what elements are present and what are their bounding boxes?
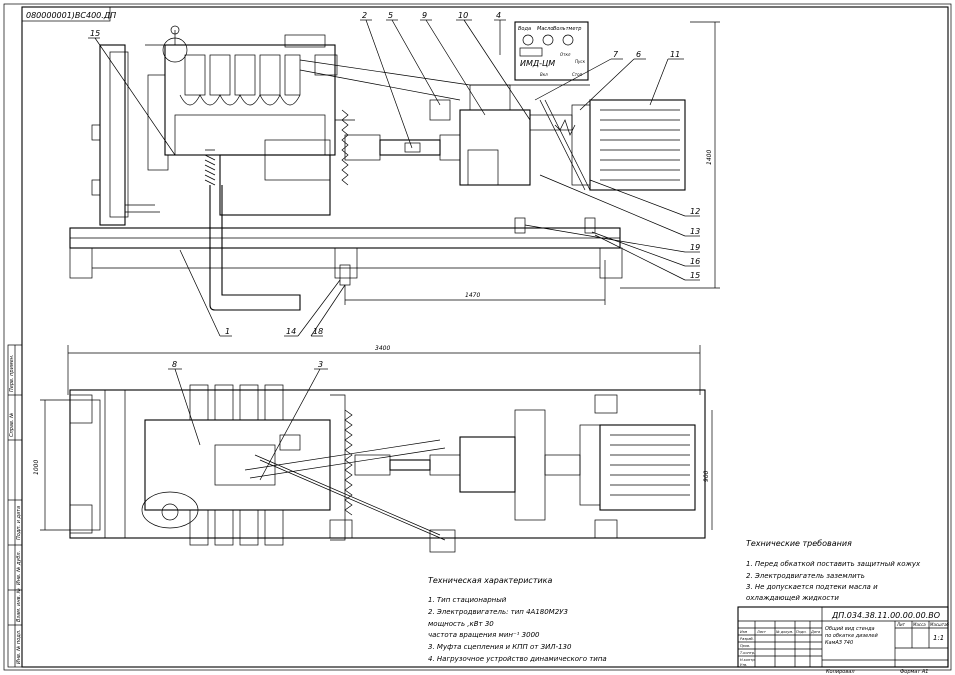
panel-label-2: Вольтметр: [553, 26, 581, 32]
char-line-5: 4. Нагрузочное устройство динамического …: [428, 655, 607, 663]
callout-5: 5: [388, 11, 393, 20]
req-line-2: 3. Не допускается подтеки масла и: [746, 583, 878, 591]
gauge-icon: [522, 34, 534, 46]
dim-length-base: 1470: [465, 292, 480, 299]
radiator: [99, 44, 126, 226]
engine-block: [145, 25, 355, 216]
callout-9: 9: [422, 11, 427, 20]
title-line-2: КамАЗ 740: [825, 640, 853, 646]
gearbox: [459, 109, 531, 186]
doc-code: 080000001)ВС400.ДП: [26, 11, 116, 20]
callout-18: 18: [313, 327, 323, 336]
tb-row-8: Н.контр.: [740, 658, 756, 662]
tb-row-4: Дата: [810, 630, 820, 634]
callout-16: 16: [690, 257, 700, 266]
drawing-number: ДП.034.38.11.00.00.00.ВО: [831, 611, 940, 620]
label-lit: Лит: [896, 622, 906, 627]
callouts-front: 15 2 5 9 10 4 7 6 11 12 13 19 16 15 1 14…: [88, 11, 700, 337]
callout-11: 11: [670, 50, 680, 59]
callout-15-right: 15: [690, 271, 700, 280]
req-line-3: охлаждающей жидкости: [746, 594, 839, 602]
tb-row-0: Изм: [740, 630, 747, 634]
callout-7: 7: [613, 50, 619, 59]
tb-row-1: Лист: [756, 630, 767, 634]
doc-code-box: [21, 6, 111, 22]
req-line-1: 2. Электродвигатель заземлить: [746, 572, 865, 580]
motor-plan: [599, 424, 696, 511]
outer-border: [3, 3, 952, 671]
gauge-icon: [542, 34, 554, 46]
callout-13: 13: [690, 227, 700, 236]
title-block: ДП.034.38.11.00.00.00.ВО Общий вид стенд…: [737, 606, 950, 675]
char-line-0: 1. Тип стационарный: [428, 596, 507, 604]
dim-overall-length: 3400: [375, 345, 390, 352]
tb-row-5: Разраб.: [740, 637, 754, 641]
tb-row-2: № докум.: [775, 630, 793, 634]
characteristics-title: Техническая характеристика: [428, 576, 553, 585]
strip-label-5: Инв. № подл.: [16, 630, 22, 665]
panel-label-0: Вода: [518, 26, 531, 32]
tb-row-3: Подп.: [796, 630, 807, 634]
strip-label-1: Справ. №: [9, 413, 15, 437]
callout-10: 10: [458, 11, 468, 20]
scale-value: 1:1: [933, 634, 944, 642]
panel-name: ИМД-ЦМ: [520, 59, 555, 68]
exhaust-pipe: [209, 185, 301, 311]
callout-4: 4: [496, 11, 501, 20]
strip-label-2: Подп. и дата: [16, 506, 22, 540]
gearbox-plan: [459, 436, 516, 493]
plan-view: 3400 1000 900: [33, 345, 713, 553]
title-line-1: по обкатке дизелей: [825, 633, 878, 639]
strip-label-4: Взам. инв. №: [16, 588, 22, 622]
tech-requirements: Технические требования 1. Перед обкаткой…: [746, 539, 921, 602]
req-line-0: 1. Перед обкаткой поставить защитный кож…: [746, 560, 921, 568]
label-scale: Масштаб: [930, 622, 950, 627]
callout-1: 1: [225, 327, 230, 336]
strip-label-0: Перв. примен.: [9, 354, 15, 392]
callout-3: 3: [318, 360, 323, 369]
strip-label-3: Инв. № дубл.: [16, 551, 22, 585]
char-line-3: частота вращения мин⁻¹ 3000: [428, 631, 540, 639]
callout-15-top: 15: [90, 29, 100, 38]
panel-label-1: Масло: [537, 26, 553, 32]
callout-2: 2: [362, 11, 367, 20]
label-mass: Масса: [913, 622, 926, 627]
panel-small-3: Стоп: [572, 72, 583, 77]
title-line-0: Общий вид стенда: [825, 626, 875, 632]
callout-6: 6: [636, 50, 641, 59]
char-line-1: 2. Электродвигатель: тип 4А180М2У3: [428, 608, 568, 616]
callout-12: 12: [690, 207, 700, 216]
electric-motor: [529, 99, 686, 191]
inner-frame: [21, 6, 949, 668]
tb-row-7: Т.контр.: [740, 651, 755, 655]
dim-height-front: 1400: [706, 150, 713, 165]
bottom-format: Формат А1: [900, 669, 928, 675]
char-line-4: 3. Муфта сцепления и КПП от ЗИЛ-130: [428, 643, 572, 651]
engine-plan: [144, 419, 331, 511]
char-line-2: мощность ,кВт 30: [428, 620, 494, 628]
panel-small-2: Вкл: [540, 72, 548, 77]
callout-14: 14: [286, 327, 296, 336]
panel-small-0: Откл: [560, 52, 571, 57]
requirements-title: Технические требования: [746, 539, 852, 548]
front-view: Вода Масло Вольтметр ИМД-ЦМ Откл Пуск Вк…: [69, 21, 686, 311]
dim-width-left: 1000: [33, 460, 40, 475]
callout-8: 8: [172, 360, 177, 369]
tech-characteristics: Техническая характеристика 1. Тип стацио…: [428, 576, 607, 663]
callout-19: 19: [690, 243, 700, 252]
bottom-copy: Копировал: [826, 669, 855, 675]
control-panel: Вода Масло Вольтметр ИМД-ЦМ Откл Пуск Вк…: [514, 21, 589, 81]
gauge-icon: [562, 34, 574, 46]
panel-small-1: Пуск: [575, 59, 586, 64]
dim-width-right: 900: [703, 470, 710, 482]
tb-row-9: Утв.: [740, 663, 747, 667]
front-dimensions: 1400 1470: [344, 21, 720, 305]
tb-row-6: Пров.: [740, 644, 750, 648]
left-strip: Перв. примен. Справ. № Подп. и дата Инв.…: [7, 344, 23, 668]
